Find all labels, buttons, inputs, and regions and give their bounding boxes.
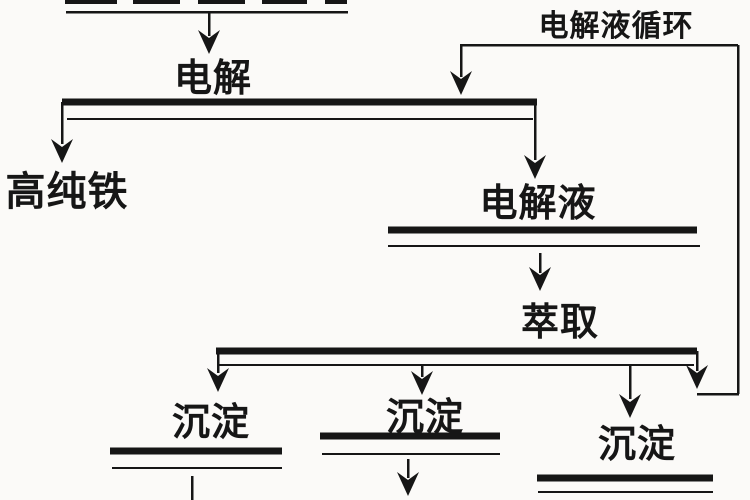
node-label-high-purity-iron: 高纯铁 <box>5 169 129 214</box>
node-label-precipitation-right: 沉淀 <box>597 424 677 466</box>
arrowhead-to-high-purity-iron <box>51 139 73 163</box>
arrowhead-to-extraction <box>529 267 551 291</box>
node-label-precipitation-left: 沉淀 <box>171 402 251 444</box>
node-label-electrolysis: 电解 <box>173 58 253 100</box>
arrowhead-feed-to-electrolysis <box>198 30 220 54</box>
arrowhead-to-precipitation-right <box>619 394 641 418</box>
cropped-feed-label-fragments <box>65 0 347 4</box>
arrowhead-to-precipitation-left <box>207 368 229 392</box>
arrowhead-precipitation-middle-outflow <box>397 472 419 496</box>
node-label-precipitation-middle: 沉淀 <box>385 397 465 439</box>
node-label-electrolyte-recycle: 电解液循环 <box>538 10 694 43</box>
arrowhead-to-precipitation-middle <box>411 371 433 395</box>
node-label-extraction: 萃取 <box>520 302 600 344</box>
arrowhead-recycle-to-electrolysis <box>450 71 472 95</box>
arrowhead-to-recycle-line <box>686 365 708 389</box>
arrowhead-to-electrolyte <box>524 155 546 179</box>
node-label-electrolyte: 电解液 <box>479 183 597 225</box>
